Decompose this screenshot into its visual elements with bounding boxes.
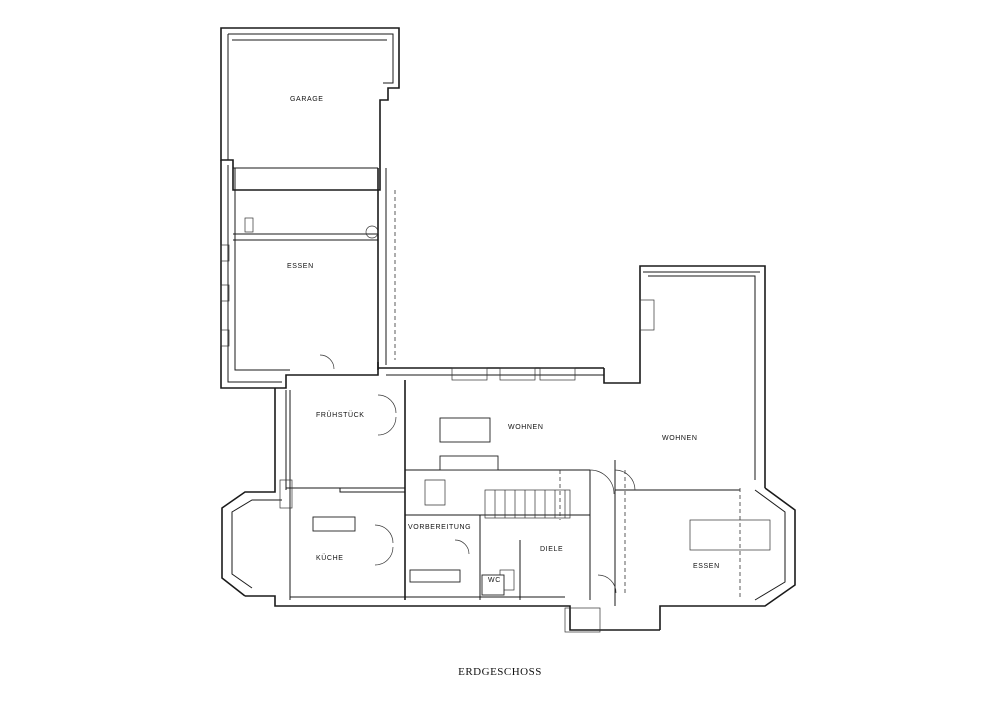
door-swings	[319, 354, 636, 594]
room-label-kueche: KÜCHE	[316, 554, 344, 562]
room-label-wohnen-center: WOHNEN	[508, 424, 544, 431]
exterior-walls	[220, 27, 796, 631]
interior-walls	[233, 167, 741, 606]
staircase	[424, 479, 571, 519]
room-label-garage: GARAGE	[290, 96, 324, 103]
room-label-wc: WC	[488, 577, 501, 584]
floor-title: ERDGESCHOSS	[458, 666, 542, 678]
note-boxes	[312, 417, 505, 596]
room-label-diele: DIELE	[540, 546, 563, 553]
room-label-vorbereitung: VORBEREITUNG	[408, 524, 471, 531]
room-label-wohnen-right: WOHNEN	[662, 435, 698, 442]
room-label-fruehstueck: FRÜHSTÜCK	[316, 411, 365, 419]
fixtures	[279, 479, 771, 633]
room-labels: GARAGE ESSEN FRÜHSTÜCK WOHNEN WOHNEN KÜC…	[287, 96, 720, 584]
room-label-essen-top: ESSEN	[287, 263, 314, 270]
window-marks	[220, 217, 655, 381]
room-label-essen-right: ESSEN	[693, 563, 720, 570]
